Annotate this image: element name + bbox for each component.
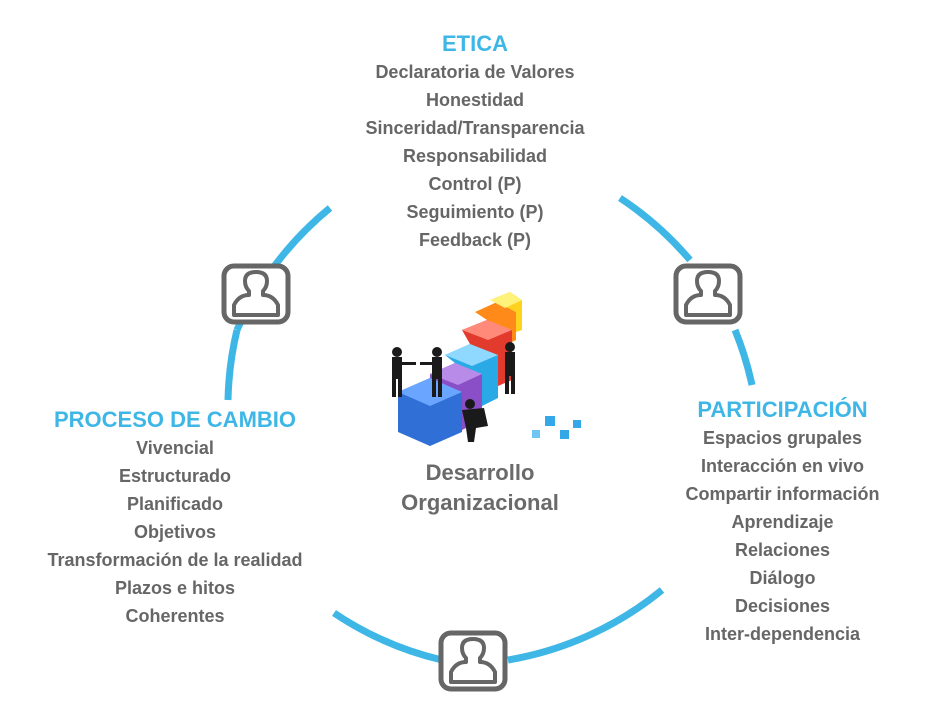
participacion-item: Aprendizaje [731,512,834,532]
etica-section: ETICA Declaratoria de Valores Honestidad… [300,30,650,254]
etica-item: Declaratoria de Valores [375,62,575,82]
proceso-item: Planificado [126,494,224,514]
proceso-item: Estructurado [118,466,232,486]
proceso-item: Transformación de la realidad [47,550,303,570]
person-icon [673,263,743,325]
etica-item: Seguimiento (P) [406,202,544,222]
etica-item: Control (P) [428,174,522,194]
arc-bottom-left [332,610,443,664]
etica-title: ETICA [442,31,508,56]
participacion-item: Inter-dependencia [704,624,861,644]
center-title: Desarrollo Organizacional [340,458,620,518]
center-title-line1: Desarrollo [425,460,535,485]
proceso-section: PROCESO DE CAMBIO Vivencial Estructurado… [20,406,330,630]
proceso-item: Coherentes [125,606,225,626]
etica-item: Sinceridad/Transparencia [365,118,585,138]
participacion-title: PARTICIPACIÓN [697,397,868,422]
participacion-item: Diálogo [749,568,816,588]
arc-right [731,328,756,386]
arc-left [224,329,241,401]
participacion-item: Interacción en vivo [700,456,865,476]
proceso-title: PROCESO DE CAMBIO [53,407,297,432]
teamwork-illustration [392,292,581,446]
etica-item: Honestidad [425,90,524,110]
etica-item: Responsabilidad [402,146,548,166]
participacion-item: Espacios grupales [702,428,863,448]
proceso-item: Plazos e hitos [114,578,236,598]
participacion-item: Relaciones [734,540,831,560]
person-icon [438,630,508,692]
arc-top-right [618,195,693,263]
center-title-line2: Organizacional [401,490,559,515]
participacion-section: PARTICIPACIÓN Espacios grupales Interacc… [660,396,905,648]
proceso-item: Vivencial [136,438,214,458]
participacion-item: Compartir información [685,484,880,504]
arc-bottom-right [507,587,665,664]
proceso-item: Objetivos [133,522,217,542]
person-icon [221,263,291,325]
etica-item: Feedback (P) [418,230,532,250]
participacion-item: Decisiones [734,596,831,616]
